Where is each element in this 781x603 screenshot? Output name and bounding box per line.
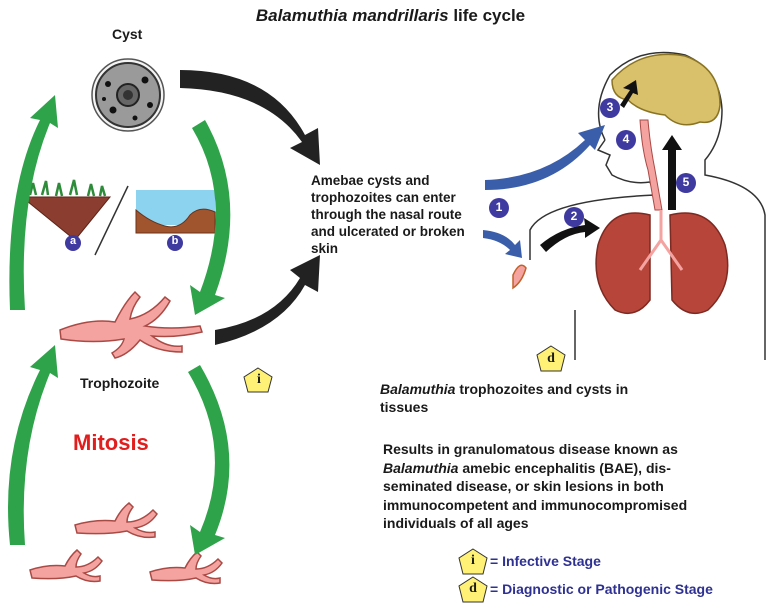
trophozoite-label: Trophozoite — [80, 375, 160, 391]
water-illustration — [135, 190, 216, 234]
blue-entry-arrows — [483, 125, 605, 258]
cyst-illustration — [91, 58, 165, 132]
dividing-trophozoites — [29, 502, 223, 585]
step-5-label: 5 — [682, 175, 690, 189]
diagram-title: Balamuthia mandrillaris life cycle — [255, 6, 526, 25]
diagnostic-badge — [536, 345, 566, 372]
skin-lesion — [512, 264, 527, 290]
legend-diagnostic-badge — [458, 576, 488, 603]
lungs-illustration — [595, 212, 729, 315]
badge-a — [65, 235, 81, 251]
badge-a-label: a — [69, 235, 77, 247]
brain-illustration — [611, 53, 721, 126]
mitosis-label: Mitosis — [73, 430, 149, 455]
step-1-label: 1 — [495, 200, 503, 214]
tissue-caption: Balamuthia trophozoites and cysts in tis… — [380, 381, 629, 415]
legend-infective-badge — [458, 548, 488, 575]
cyst-label: Cyst — [112, 26, 143, 42]
diagnostic-badge-letter: d — [547, 351, 555, 366]
badge-b-label: b — [171, 235, 179, 247]
legend-infective-letter: i — [471, 553, 475, 568]
legend-diagnostic-letter: d — [469, 581, 477, 596]
badge-b — [167, 235, 183, 251]
legend-infective-text: = Infective Stage — [490, 553, 601, 569]
entry-route-text: Amebae cysts and trophozoites can enter … — [311, 173, 465, 256]
trophozoite-illustration — [59, 290, 203, 359]
dark-arrows — [180, 70, 320, 345]
legend-diagnostic-text: = Diagnostic or Pathogenic Stage — [490, 581, 713, 597]
step-3-label: 3 — [606, 100, 614, 114]
soil-illustration — [20, 179, 112, 241]
infective-badge-letter: i — [257, 372, 261, 387]
results-text: Results in granulomatous disease known a… — [383, 441, 688, 531]
step-2-label: 2 — [570, 209, 578, 223]
infective-badge — [243, 367, 273, 393]
step-4-label: 4 — [622, 132, 630, 146]
black-body-arrows — [540, 80, 682, 252]
green-cycle-arrows — [8, 95, 231, 555]
airway — [639, 119, 663, 211]
divider-line — [94, 185, 129, 256]
step-circles — [489, 98, 696, 227]
